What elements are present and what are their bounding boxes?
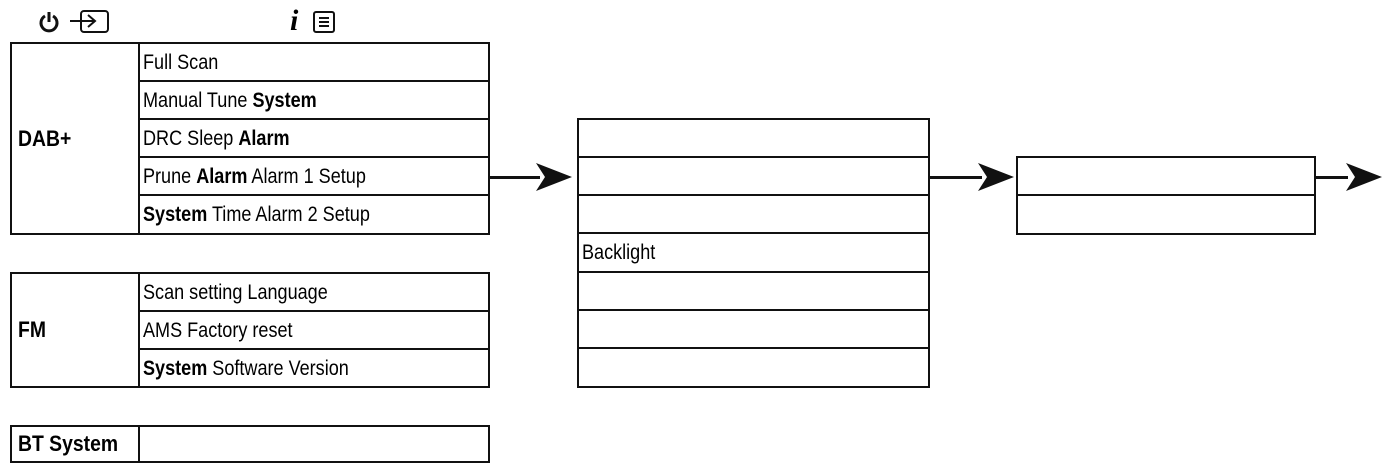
group-bt-label: BT System — [10, 425, 140, 463]
menu-icon — [313, 11, 335, 33]
menu-item[interactable]: System Software Version — [138, 348, 490, 388]
menu-item[interactable]: AMS Factory reset — [138, 310, 490, 350]
arrowhead-icon — [978, 163, 1014, 191]
menu-item[interactable] — [577, 118, 930, 158]
menu-item[interactable] — [577, 347, 930, 388]
menu-item[interactable]: Scan setting Language — [138, 272, 490, 312]
arrowhead-icon — [536, 163, 572, 191]
group-fm-label: FM — [10, 272, 140, 388]
arrowhead-icon — [1346, 163, 1382, 191]
menu-item[interactable] — [577, 194, 930, 234]
menu-item[interactable] — [577, 271, 930, 311]
power-icon — [39, 12, 59, 33]
input-icon — [70, 10, 109, 33]
menu-item[interactable]: Prune Alarm Alarm 1 Setup — [138, 156, 490, 196]
menu-item[interactable] — [1016, 156, 1316, 196]
menu-item[interactable]: Backlight — [577, 232, 930, 273]
menu-item[interactable] — [138, 425, 490, 463]
menu-item[interactable] — [577, 156, 930, 196]
flow-arrow — [1316, 176, 1348, 179]
menu-item[interactable]: DRC Sleep Alarm — [138, 118, 490, 158]
menu-item[interactable]: System Time Alarm 2 Setup — [138, 194, 490, 235]
flow-arrow — [490, 176, 540, 179]
menu-item[interactable] — [1016, 194, 1316, 235]
menu-item[interactable]: Full Scan — [138, 42, 490, 82]
menu-item[interactable]: Manual Tune System — [138, 80, 490, 120]
menu-item[interactable] — [577, 309, 930, 349]
flow-arrow — [930, 176, 982, 179]
info-icon: i — [290, 4, 299, 37]
group-dab-label: DAB+ — [10, 42, 140, 235]
